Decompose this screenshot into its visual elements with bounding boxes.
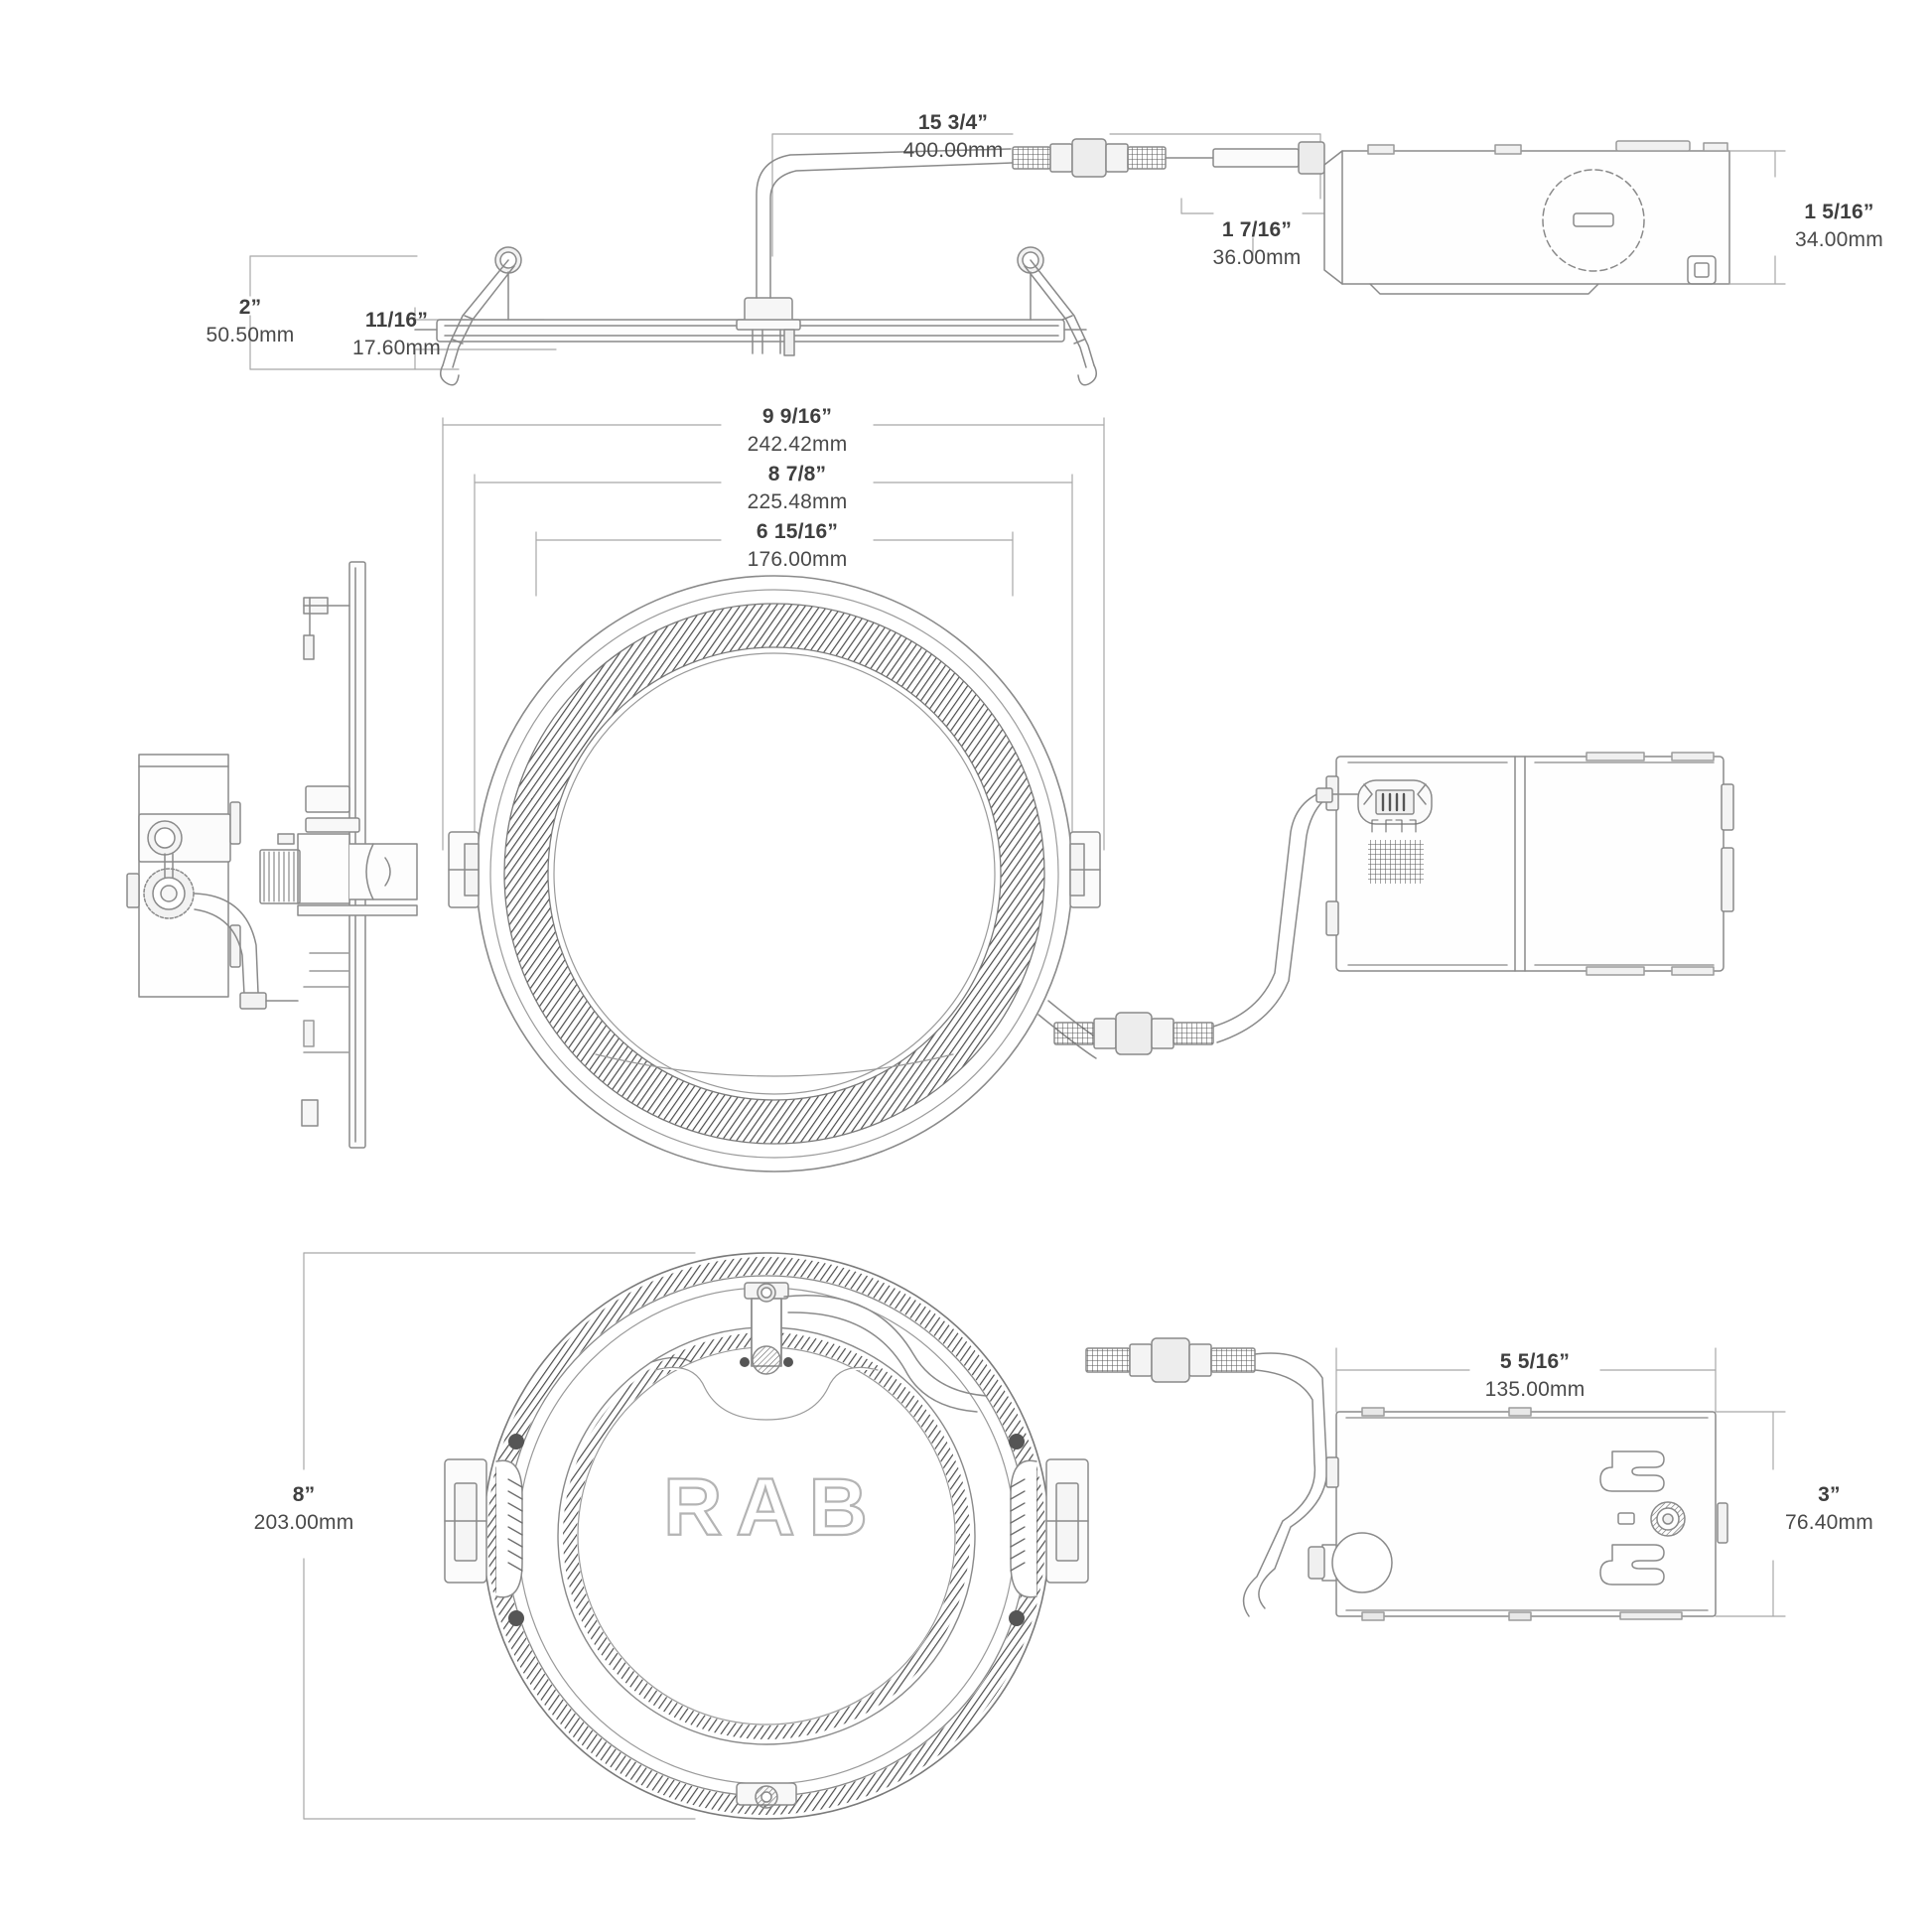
dim-value-metric: 203.00mm bbox=[253, 1510, 354, 1534]
dim-connector-length: 1 7/16” 36.00mm bbox=[1213, 216, 1302, 271]
dim-value-metric: 400.00mm bbox=[902, 138, 1004, 162]
spring-clip-right bbox=[1017, 246, 1097, 386]
ceiling-section-view bbox=[249, 133, 1331, 386]
dim-value-metric: 225.48mm bbox=[747, 489, 848, 513]
cable-connector-top bbox=[1012, 138, 1325, 178]
driver-box-left-side bbox=[126, 754, 299, 1010]
dim-value-metric: 17.60mm bbox=[352, 336, 441, 359]
mount-bracket-right bbox=[1069, 831, 1101, 908]
dim-value-metric: 176.00mm bbox=[747, 547, 848, 571]
trim-plan-view bbox=[442, 417, 1357, 1173]
housing-cable-gland bbox=[740, 1282, 793, 1375]
cable-connector-middle bbox=[1053, 1012, 1214, 1055]
dim-value-metric: 242.42mm bbox=[747, 432, 848, 456]
dim-housing-diameter: 8” 203.00mm bbox=[254, 1481, 354, 1536]
fixture-side-profile bbox=[126, 561, 418, 1149]
dim-cutout-diameter: 6 15/16” 176.00mm bbox=[748, 518, 848, 573]
housing-screw-boss-bottom bbox=[736, 1782, 797, 1809]
dim-box-height: 1 5/16” 34.00mm bbox=[1795, 199, 1883, 253]
dim-value-metric: 135.00mm bbox=[1484, 1377, 1586, 1401]
rab-logo: RAB bbox=[662, 1469, 882, 1554]
dim-trim-ring-diameter: 8 7/8” 225.48mm bbox=[748, 461, 848, 515]
cable-entry-grommet bbox=[1308, 1532, 1393, 1593]
dim-value-imperial: 8 7/8” bbox=[767, 463, 827, 485]
driver-box-face-view bbox=[1308, 1347, 1786, 1621]
driver-box-side-view bbox=[1323, 140, 1786, 295]
housing-clip-right bbox=[1009, 1434, 1089, 1626]
dim-trim-thickness: 11/16” 17.60mm bbox=[352, 307, 441, 361]
dim-value-metric: 50.50mm bbox=[206, 323, 295, 346]
dim-value-imperial: 8” bbox=[292, 1483, 316, 1506]
dim-box-width: 5 5/16” 135.00mm bbox=[1485, 1348, 1586, 1403]
dim-value-imperial: 9 9/16” bbox=[761, 405, 833, 428]
dim-trim-outer-diameter: 9 9/16” 242.42mm bbox=[748, 403, 848, 458]
dim-box-depth: 3” 76.40mm bbox=[1785, 1481, 1873, 1536]
dim-lead-wire-length: 15 3/4” 400.00mm bbox=[903, 109, 1004, 164]
dim-value-metric: 34.00mm bbox=[1795, 227, 1883, 251]
dim-value-imperial: 1 5/16” bbox=[1804, 201, 1874, 223]
dim-value-imperial: 3” bbox=[1818, 1483, 1841, 1506]
cable-gland bbox=[736, 297, 801, 356]
housing-clip-left bbox=[444, 1434, 524, 1626]
mount-bracket-left bbox=[448, 831, 480, 908]
dim-value-metric: 36.00mm bbox=[1212, 245, 1302, 269]
driver-label-print bbox=[1368, 819, 1424, 884]
rab-logo-label: RAB bbox=[663, 1469, 882, 1553]
dim-value-imperial: 1 7/16” bbox=[1221, 218, 1293, 241]
dim-value-imperial: 11/16” bbox=[364, 309, 429, 332]
dim-clip-extension: 2” 50.50mm bbox=[207, 294, 295, 348]
spring-clip-left bbox=[440, 246, 522, 386]
driver-box-top-view bbox=[1315, 752, 1734, 976]
dim-value-metric: 76.40mm bbox=[1785, 1510, 1873, 1534]
dim-value-imperial: 6 15/16” bbox=[756, 520, 839, 543]
housing-back-plan-view bbox=[303, 1252, 1328, 1820]
driver-receptacle bbox=[1357, 779, 1433, 825]
dim-value-imperial: 15 3/4” bbox=[917, 111, 989, 134]
dim-value-imperial: 5 5/16” bbox=[1499, 1350, 1571, 1373]
dim-value-imperial: 2” bbox=[238, 296, 262, 319]
cable-connector-bottom bbox=[1085, 1337, 1256, 1383]
mid-clamp bbox=[259, 785, 418, 916]
